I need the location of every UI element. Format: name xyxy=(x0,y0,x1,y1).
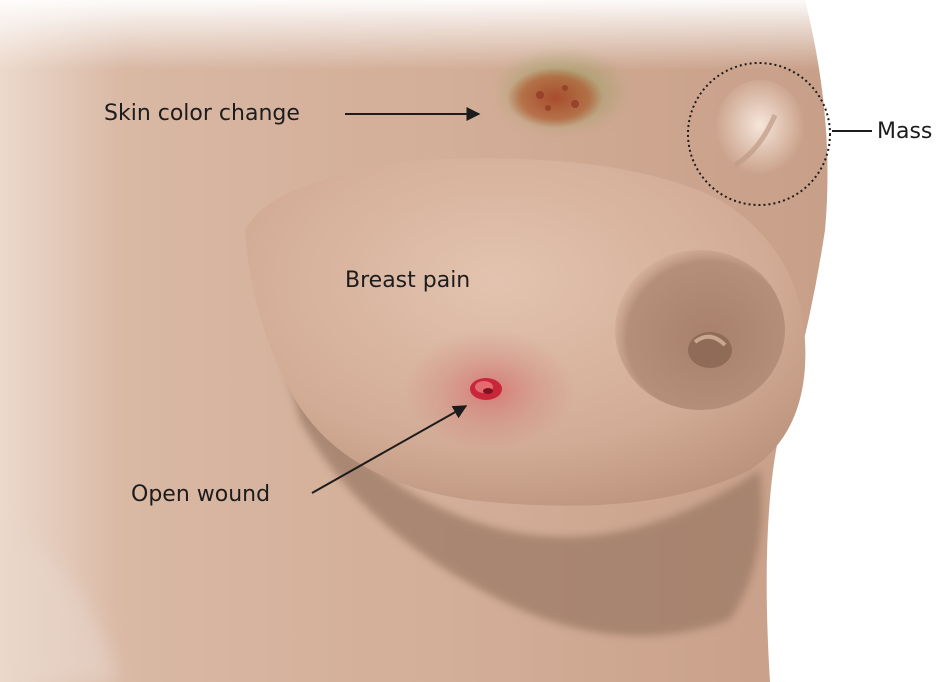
nipple xyxy=(615,250,785,410)
mass-label: Mass xyxy=(877,121,932,143)
skin-color-change-label: Skin color change xyxy=(104,103,300,125)
open-wound-label: Open wound xyxy=(131,484,270,506)
breast-pain-label: Breast pain xyxy=(345,270,470,292)
skin-discoloration xyxy=(492,47,632,137)
wound xyxy=(470,378,502,400)
